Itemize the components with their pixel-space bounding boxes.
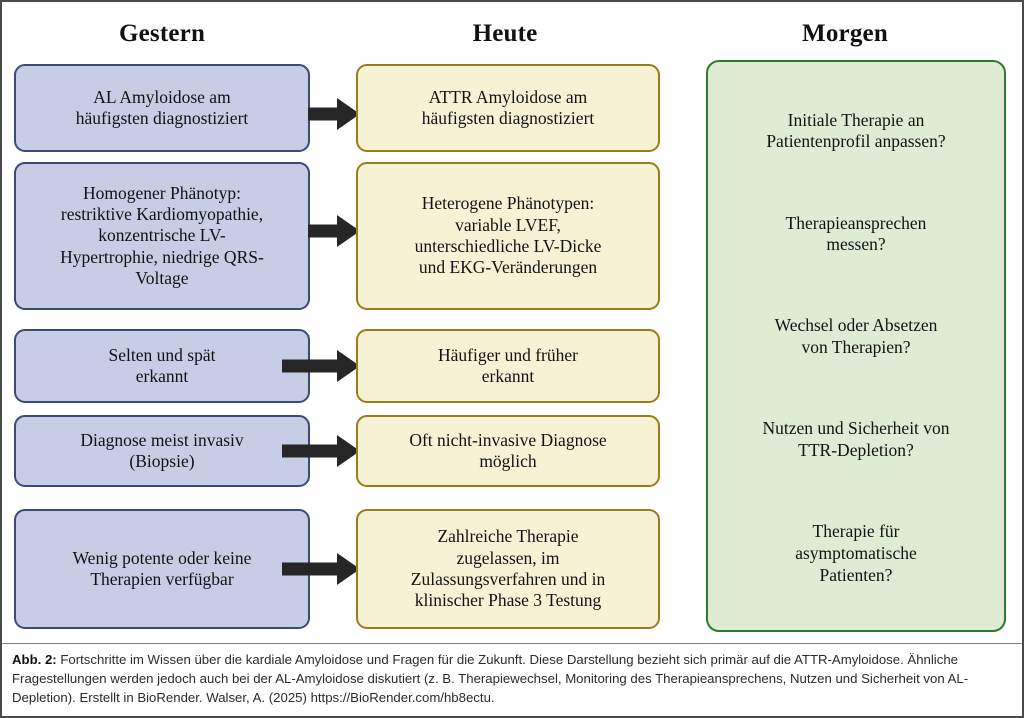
present-box-2: Heterogene Phänotypen: variable LVEF, un… bbox=[356, 162, 660, 310]
figure-caption-label: Abb. 2: bbox=[12, 652, 57, 667]
past-box-4-text: Diagnose meist invasiv (Biopsie) bbox=[80, 429, 244, 471]
arrow-row-3-head bbox=[337, 350, 360, 382]
present-box-3: Häufiger und früher erkannt bbox=[356, 329, 660, 403]
caption-divider bbox=[2, 643, 1022, 644]
present-box-3-text: Häufiger und früher erkannt bbox=[438, 344, 578, 386]
past-box-1-text: AL Amyloidose am häufigsten diagnostizie… bbox=[75, 86, 249, 128]
arrow-row-3-shaft bbox=[282, 359, 340, 373]
arrow-row-2-shaft bbox=[308, 224, 340, 238]
arrow-row-5-shaft bbox=[282, 562, 340, 576]
present-box-5: Zahlreiche Therapie zugelassen, im Zulas… bbox=[356, 509, 660, 629]
past-box-3: Selten und spät erkannt bbox=[14, 329, 310, 403]
present-box-4: Oft nicht-invasive Diagnose möglich bbox=[356, 415, 660, 487]
past-box-2: Homogener Phänotyp: restriktive Kardiomy… bbox=[14, 162, 310, 310]
present-box-1-text: ATTR Amyloidose am häufigsten diagnostiz… bbox=[421, 86, 595, 128]
past-box-1: AL Amyloidose am häufigsten diagnostizie… bbox=[14, 64, 310, 152]
column-heading-gestern: Gestern bbox=[118, 20, 206, 47]
arrow-row-2-head bbox=[337, 215, 360, 247]
arrow-row-5-head bbox=[337, 553, 360, 585]
frame-top-border bbox=[0, 0, 1024, 2]
present-box-2-text: Heterogene Phänotypen: variable LVEF, un… bbox=[414, 193, 602, 278]
figure-caption-text: Fortschritte im Wissen über die kardiale… bbox=[12, 652, 969, 705]
arrow-row-4-shaft bbox=[282, 444, 340, 458]
past-box-5: Wenig potente oder keine Therapien verfü… bbox=[14, 509, 310, 629]
past-box-2-text: Homogener Phänotyp: restriktive Kardiomy… bbox=[60, 182, 264, 289]
future-item-5: Therapie für asymptomatische Patienten? bbox=[795, 521, 917, 585]
frame-bottom-border bbox=[0, 716, 1024, 718]
future-item-3: Wechsel oder Absetzen von Therapien? bbox=[774, 315, 938, 358]
figure-caption: Abb. 2: Fortschritte im Wissen über die … bbox=[12, 650, 1012, 707]
future-item-1: Initiale Therapie an Patientenprofil anp… bbox=[766, 109, 946, 152]
past-box-4: Diagnose meist invasiv (Biopsie) bbox=[14, 415, 310, 487]
future-box: Initiale Therapie an Patientenprofil anp… bbox=[706, 60, 1006, 632]
future-item-4: Nutzen und Sicherheit von TTR-Depletion? bbox=[762, 418, 950, 460]
present-box-1: ATTR Amyloidose am häufigsten diagnostiz… bbox=[356, 64, 660, 152]
column-heading-heute: Heute bbox=[472, 20, 538, 47]
arrow-row-1-head bbox=[337, 98, 360, 130]
arrow-row-4-head bbox=[337, 435, 360, 467]
frame-left-border bbox=[0, 0, 2, 718]
present-box-5-text: Zahlreiche Therapie zugelassen, im Zulas… bbox=[410, 526, 606, 611]
present-box-4-text: Oft nicht-invasive Diagnose möglich bbox=[409, 429, 607, 471]
column-heading-morgen: Morgen bbox=[802, 20, 888, 47]
past-box-3-text: Selten und spät erkannt bbox=[108, 344, 216, 386]
past-box-5-text: Wenig potente oder keine Therapien verfü… bbox=[72, 547, 252, 589]
future-item-2: Therapieansprechen messen? bbox=[785, 212, 927, 255]
frame-right-border bbox=[1022, 0, 1024, 718]
arrow-row-1-shaft bbox=[308, 107, 340, 121]
